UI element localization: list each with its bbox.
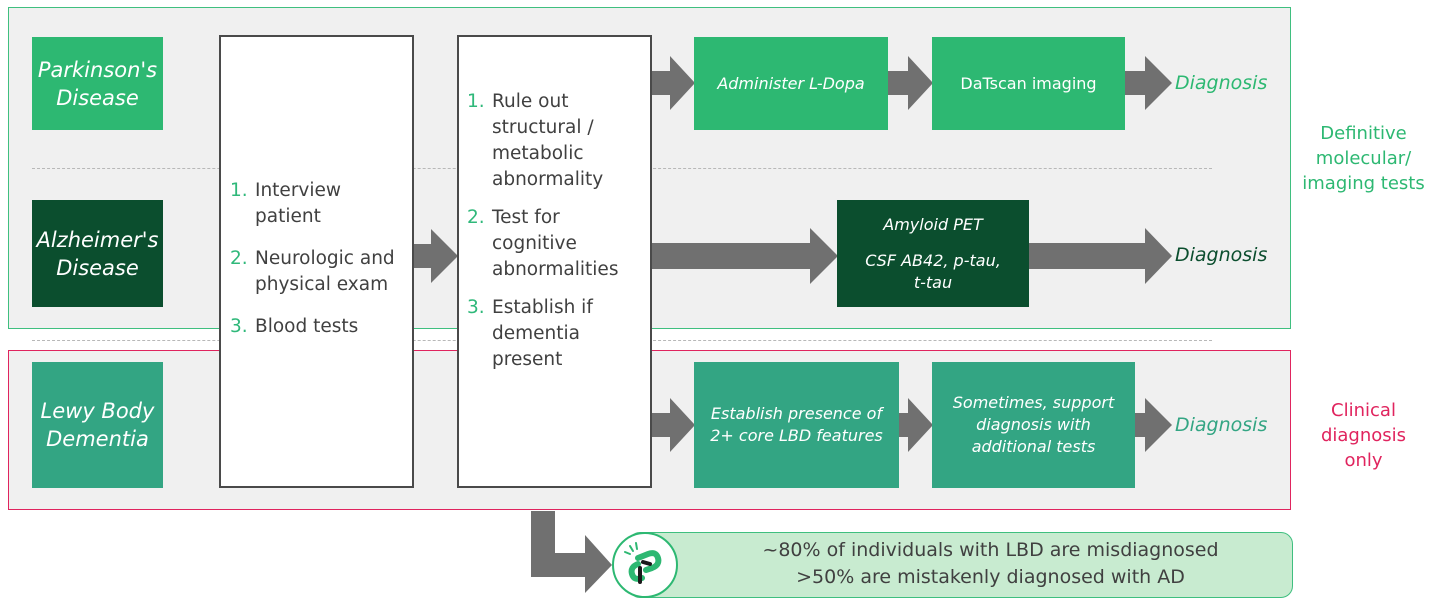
initial-steps-box: 1. Interview patient 2. Neurologic and p… (219, 35, 414, 488)
pd-diagnosis-label: Diagnosis (1175, 72, 1268, 94)
misdiagnosis-callout: ~80% of individuals with LBD are misdiag… (628, 532, 1293, 598)
callout-text: ~80% of individuals with LBD are misdiag… (689, 537, 1292, 591)
step-number: 2. (467, 207, 485, 228)
step-text: Establish if dementia present (492, 297, 593, 370)
lbd-diagnosis-label: Diagnosis (1175, 414, 1268, 436)
ad-amyloid-pet-label: Amyloid PET (883, 214, 983, 234)
callout-line-2: >50% are mistakenly diagnosed with AD (796, 566, 1185, 588)
arrow-datscan-to-diagnosis (1124, 56, 1172, 110)
lbd-features-box: Establish presence of 2+ core LBD featur… (694, 362, 899, 488)
arrow-features-to-support (898, 398, 933, 452)
arrow-lbd-to-features (651, 398, 695, 452)
step-item: 2. Neurologic and physical exam (230, 246, 395, 298)
disease-label: Parkinson's Disease (37, 57, 158, 110)
arrow-pd-to-ldopa (651, 56, 695, 110)
step-number: 2. (230, 248, 248, 269)
arrow-to-callout (531, 511, 612, 593)
broken-chain-icon (612, 532, 678, 598)
secondary-steps-box: 1. Rule out structural / metabolic abnor… (457, 35, 652, 488)
step-text: Test for cognitive abnormalities (492, 207, 619, 280)
arrow-ldopa-to-datscan (888, 56, 933, 110)
step-item: 2. Test for cognitive abnormalities (467, 205, 618, 283)
step-item: 1. Interview patient (230, 178, 395, 230)
step-item: 1. Rule out structural / metabolic abnor… (467, 89, 618, 193)
step-text: Rule out structural / metabolic abnormal… (492, 91, 604, 190)
disease-label: Lewy Body Dementia (40, 399, 155, 451)
pd-ldopa-box: Administer L-Dopa (694, 37, 888, 130)
disease-label: Alzheimer's Disease (36, 227, 159, 280)
disease-alzheimers: Alzheimer's Disease (32, 200, 163, 307)
arrow-ad-to-tests (651, 228, 838, 284)
pd-datscan-box: DaTscan imaging (932, 37, 1125, 130)
pd-datscan-label: DaTscan imaging (960, 73, 1097, 93)
lbd-features-label: Establish presence of 2+ core LBD featur… (710, 404, 883, 445)
step-text: Blood tests (255, 316, 359, 337)
arrow-support-to-diagnosis (1134, 398, 1172, 452)
lbd-support-box: Sometimes, support diagnosis with additi… (932, 362, 1135, 488)
step-number: 1. (230, 180, 248, 201)
step-number: 3. (467, 297, 485, 318)
pd-ldopa-label: Administer L-Dopa (717, 73, 865, 93)
arrow-ad-tests-to-diagnosis (1028, 228, 1172, 284)
step-text: Interview patient (255, 180, 342, 227)
clinical-diagnosis-label: Clinical diagnosis only (1320, 400, 1407, 471)
callout-line-1: ~80% of individuals with LBD are misdiag… (762, 539, 1219, 561)
disease-parkinsons: Parkinson's Disease (32, 37, 163, 130)
lbd-support-label: Sometimes, support diagnosis with additi… (952, 393, 1115, 456)
ad-tests-box: Amyloid PET CSF AB42, p-tau, t-tau (837, 200, 1029, 307)
step-text: Neurologic and physical exam (255, 248, 395, 295)
step-number: 1. (467, 91, 485, 112)
step-item: 3. Establish if dementia present (467, 295, 618, 373)
step-item: 3. Blood tests (230, 314, 395, 340)
definitive-tests-label: Definitive molecular/ imaging tests (1302, 123, 1425, 194)
ad-diagnosis-label: Diagnosis (1175, 244, 1268, 266)
ad-csf-label: CSF AB42, p-tau, t-tau (865, 250, 1001, 292)
step-number: 3. (230, 316, 248, 337)
disease-lewy-body: Lewy Body Dementia (32, 362, 163, 488)
arrow-initial-to-secondary (413, 229, 458, 283)
